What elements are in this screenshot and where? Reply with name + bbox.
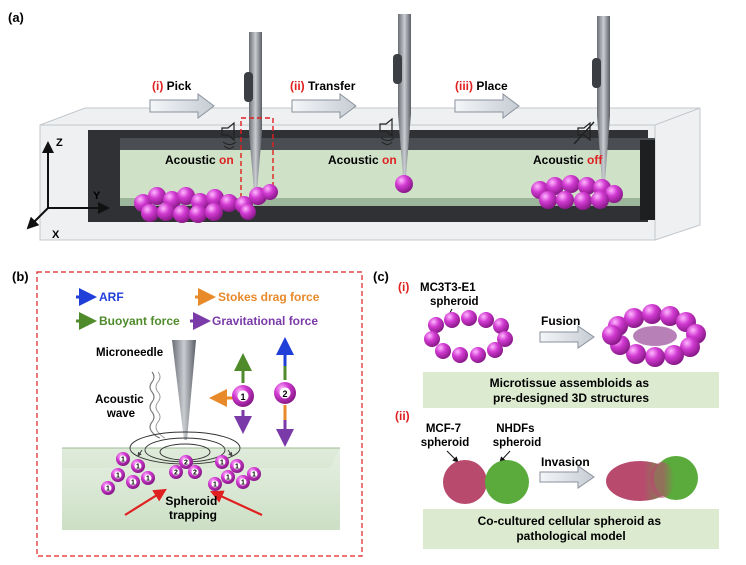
force-legend: ARF Stokes drag force Buoyant force Grav… (76, 288, 320, 330)
panel-c-i-num: (i) (398, 280, 409, 294)
panel-a-label: (a) (8, 10, 24, 25)
z-axis-label: Z (56, 137, 63, 149)
microneedle-detail (172, 340, 196, 440)
svg-text:(iii) Place: (iii) Place (455, 79, 508, 93)
force-diagram-particle-2: 2 (274, 337, 296, 447)
svg-text:1: 1 (252, 472, 256, 479)
svg-text:2: 2 (174, 470, 178, 477)
svg-text:1: 1 (213, 482, 217, 489)
legend-arf: ARF (99, 290, 124, 304)
panel-c-ii-num: (ii) (395, 409, 410, 423)
svg-text:1: 1 (116, 473, 120, 480)
trapping-arrow-left-icon (124, 488, 167, 516)
axes: Z Y X (26, 137, 110, 241)
step-arrow-icon (454, 93, 520, 119)
acoustic-label-pick: Acoustic on (165, 153, 234, 167)
x-axis-label: X (52, 229, 60, 241)
svg-text:1: 1 (146, 476, 150, 483)
spheroid-cluster-pick (134, 184, 278, 223)
svg-text:1: 1 (106, 486, 110, 493)
acoustic-wave-icon (149, 371, 161, 439)
particle-2-number: 2 (282, 389, 287, 399)
fusion-arrow-icon (539, 325, 595, 349)
nhdfs-spheroid (485, 460, 529, 504)
zoom-detail-frame (36, 271, 363, 557)
speaker-on-icon (221, 121, 237, 149)
transducer-icon (592, 58, 601, 88)
panel-b-label: (b) (12, 269, 29, 284)
particle-1-number: 1 (240, 392, 245, 402)
caption-box-i (423, 372, 719, 408)
panel-b: (b) ARF Stokes drag force Buoyant force … (12, 269, 363, 557)
spheroid-transfer (395, 175, 413, 193)
invasion-arrow-icon (539, 465, 595, 489)
svg-text:2: 2 (193, 470, 197, 477)
force-diagram-particle-1: 1 (209, 353, 254, 434)
panel-c: (c) (i) MC3T3-E1 spheroid Fusion (373, 269, 719, 549)
spheroid-trapping-label: Spheroid trapping (165, 494, 220, 522)
step-place-text: Place (476, 79, 508, 93)
svg-text:(ii) Transfer: (ii) Transfer (290, 79, 356, 93)
mcf7-spheroid-label: MCF-7 spheroid (421, 423, 470, 449)
fused-torus (602, 304, 706, 367)
step-transfer-num: (ii) (290, 79, 305, 93)
nhdfs-spheroid-label: NHDFs spheroid (493, 423, 542, 449)
svg-text:1: 1 (235, 464, 239, 471)
acoustic-label-transfer: Acoustic on (328, 153, 397, 167)
speaker-off-icon (573, 121, 595, 145)
step-pick-num: (i) (152, 79, 163, 93)
spheroid-cluster-place (531, 175, 623, 210)
y-axis-label: Y (93, 190, 101, 202)
svg-text:2: 2 (184, 460, 188, 467)
trapping-arrow-right-icon (210, 490, 263, 516)
step-arrow-icon (149, 93, 215, 119)
svg-text:1: 1 (136, 464, 140, 471)
invaded-spheroid (606, 456, 698, 501)
microneedle-label: Microneedle (96, 347, 163, 359)
microneedle-place (592, 16, 610, 182)
step-pick: (i) Pick (149, 79, 215, 119)
x-axis (26, 207, 49, 230)
panel-c-label: (c) (373, 269, 389, 284)
step-transfer: (ii) Transfer (290, 79, 357, 119)
transducer-icon (393, 54, 402, 84)
invasion-label: Invasion (541, 455, 590, 469)
trapped-spheroids: 1 1 1 1 1 1 2 2 2 1 1 1 1 1 1 (101, 452, 261, 495)
mcf7-spheroid (443, 460, 487, 504)
microneedle-transfer (393, 14, 411, 176)
svg-text:1: 1 (226, 475, 230, 482)
step-place: (iii) Place (454, 79, 520, 119)
svg-text:(i) Pick: (i) Pick (152, 79, 192, 93)
culture-medium (120, 150, 640, 198)
step-pick-text: Pick (167, 79, 192, 93)
transducer-icon (244, 72, 253, 102)
step-arrow-icon (291, 93, 357, 119)
mc3t3-spheroid-label: MC3T3-E1 spheroid (420, 282, 479, 308)
step-transfer-text: Transfer (308, 79, 356, 93)
svg-text:1: 1 (241, 480, 245, 487)
microneedle-pick (240, 32, 274, 199)
acoustic-wave-label: Acoustic wave (95, 394, 147, 420)
fusion-label: Fusion (541, 314, 580, 328)
svg-text:1: 1 (220, 460, 224, 467)
caption-i: Microtissue assembloids as pre-designed … (490, 376, 653, 405)
spheroid-ring-before (424, 310, 513, 363)
legend-buoyant: Buoyant force (99, 314, 180, 328)
svg-text:1: 1 (131, 480, 135, 487)
legend-gravitational: Gravitational force (212, 314, 318, 328)
step-place-num: (iii) (455, 79, 473, 93)
caption-ii: Co-cultured cellular spheroid as patholo… (478, 514, 665, 543)
svg-text:1: 1 (121, 457, 125, 464)
legend-stokes: Stokes drag force (218, 290, 320, 304)
caption-box-ii (423, 509, 719, 549)
speaker-on-icon (379, 117, 395, 145)
acoustic-label-place: Acoustic off (533, 153, 603, 167)
panel-a: (a) Z Y X (i) Pick (ii) Transfer (8, 10, 701, 241)
